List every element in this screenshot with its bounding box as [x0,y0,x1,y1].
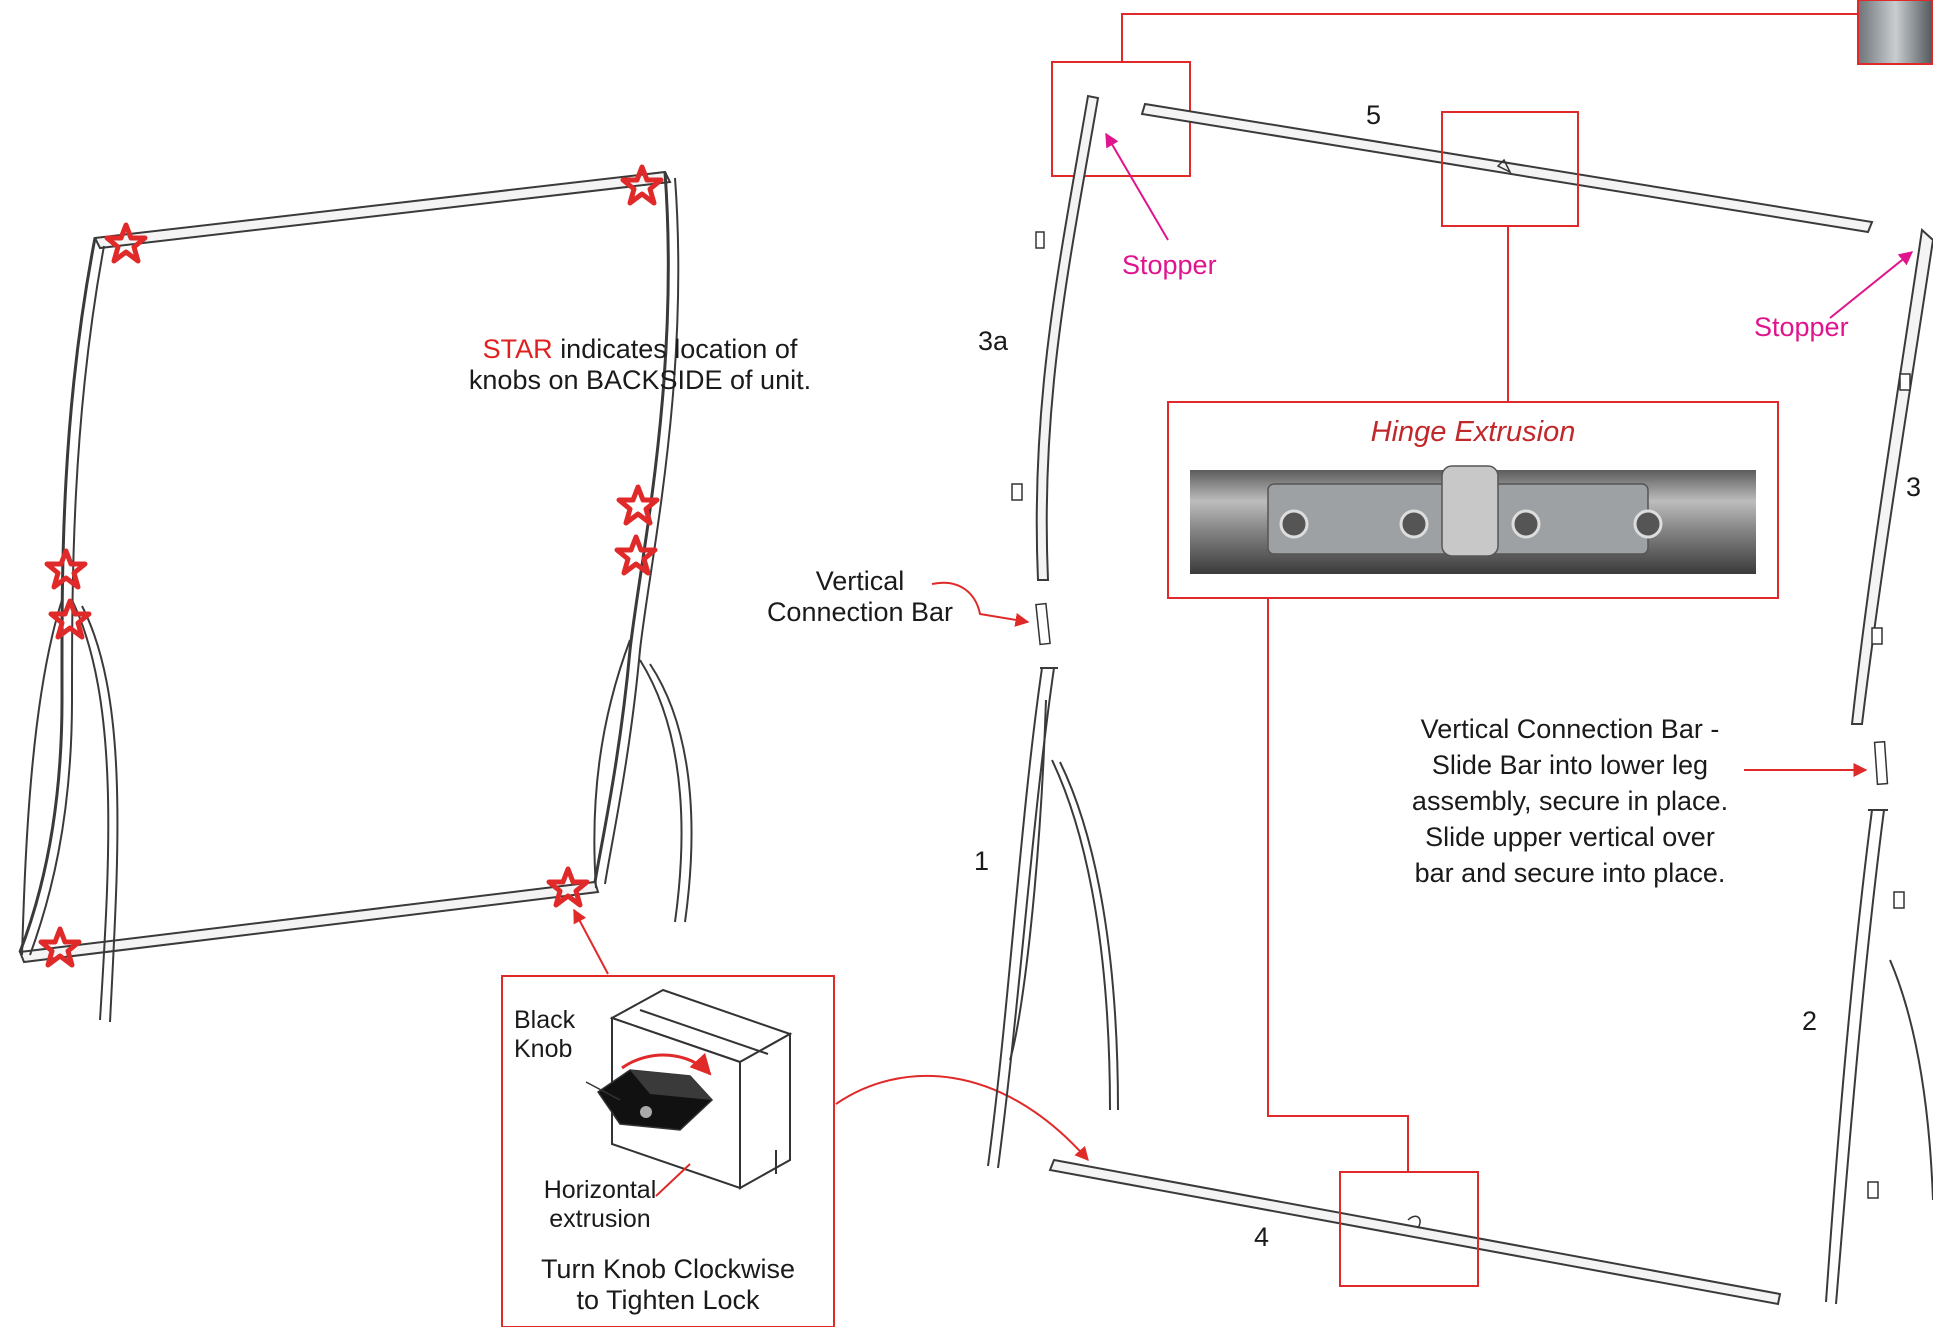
turn-knob-instruction: Turn Knob Clockwise to Tighten Lock [504,1254,832,1316]
instr-line-5: bar and secure into place. [1414,857,1726,888]
instr-line-4: Slide upper vertical over [1425,821,1715,852]
corner-photo [1857,0,1933,65]
turn-line1: Turn Knob Clockwise [540,1254,796,1284]
part-3a-upright [1035,94,1100,581]
connection-instructions: Vertical Connection Bar - Slide Bar into… [1370,712,1770,892]
hinge-photo [1190,465,1756,574]
part-label-5: 5 [1366,100,1382,130]
horizontal-line2: extrusion [549,1204,651,1233]
hinge-top-box [1441,111,1579,227]
stopper-right-arrow [1829,251,1914,319]
part-label-2: 2 [1802,1006,1818,1036]
assembled-frame [18,170,693,1023]
star-note-text: indicates location of [560,334,798,364]
knob-to-bar-arrow [835,1074,1089,1162]
stopper-left-arrow [1105,132,1169,241]
hinge-title: Hinge Extrusion [1370,416,1576,448]
stopper-label-right: Stopper [1754,312,1849,342]
part-5-bar [1140,102,1874,234]
black-knob-label: Black Knob [514,1006,575,1064]
part-3-upright [1850,227,1933,725]
connection-bar-left [1035,602,1051,646]
vertical-bar-left-line1: Vertical [815,566,905,596]
knob-arrow [573,908,609,975]
stopper-label-left: Stopper [1122,250,1217,280]
part-label-3a: 3a [978,326,1009,356]
star-note-line2: knobs on BACKSIDE of unit. [468,365,812,396]
star-note-keyword: STAR [482,334,553,364]
part-label-4: 4 [1254,1222,1270,1252]
black-knob [596,1052,714,1131]
part-4-bar [1048,1158,1782,1306]
knob-detail-box [501,975,835,1327]
vertical-bar-left-arrow [931,581,1030,627]
hinge-title-holder: Hinge Extrusion [1168,402,1778,462]
turn-line2: to Tighten Lock [576,1285,760,1316]
black-knob-line1: Black [514,1006,576,1034]
instr-line-2: Slide Bar into lower leg [1431,749,1709,780]
instr-line-1: Vertical Connection Bar - [1420,714,1720,744]
part-label-3: 3 [1906,472,1922,502]
instr-line-3: assembly, secure in place. [1411,785,1729,816]
part-1-leg [987,667,1119,1169]
knob-location-stars [41,167,661,965]
vertical-bar-left-label: Vertical Connection Bar [740,566,980,628]
horizontal-line1: Horizontal [543,1176,657,1204]
star-icon [617,537,655,573]
part-label-1: 1 [974,846,990,876]
black-knob-line2: Knob [514,1034,573,1063]
vertical-bar-left-line2: Connection Bar [766,597,954,628]
star-note: STAR indicates location of knobs on BACK… [440,334,840,396]
connection-bar-right [1873,740,1889,786]
part-2-leg [1825,809,1933,1305]
star-icon [47,551,85,587]
stopper-link-line [1121,13,1860,62]
horizontal-extrusion-label: Horizontal extrusion [520,1176,680,1234]
